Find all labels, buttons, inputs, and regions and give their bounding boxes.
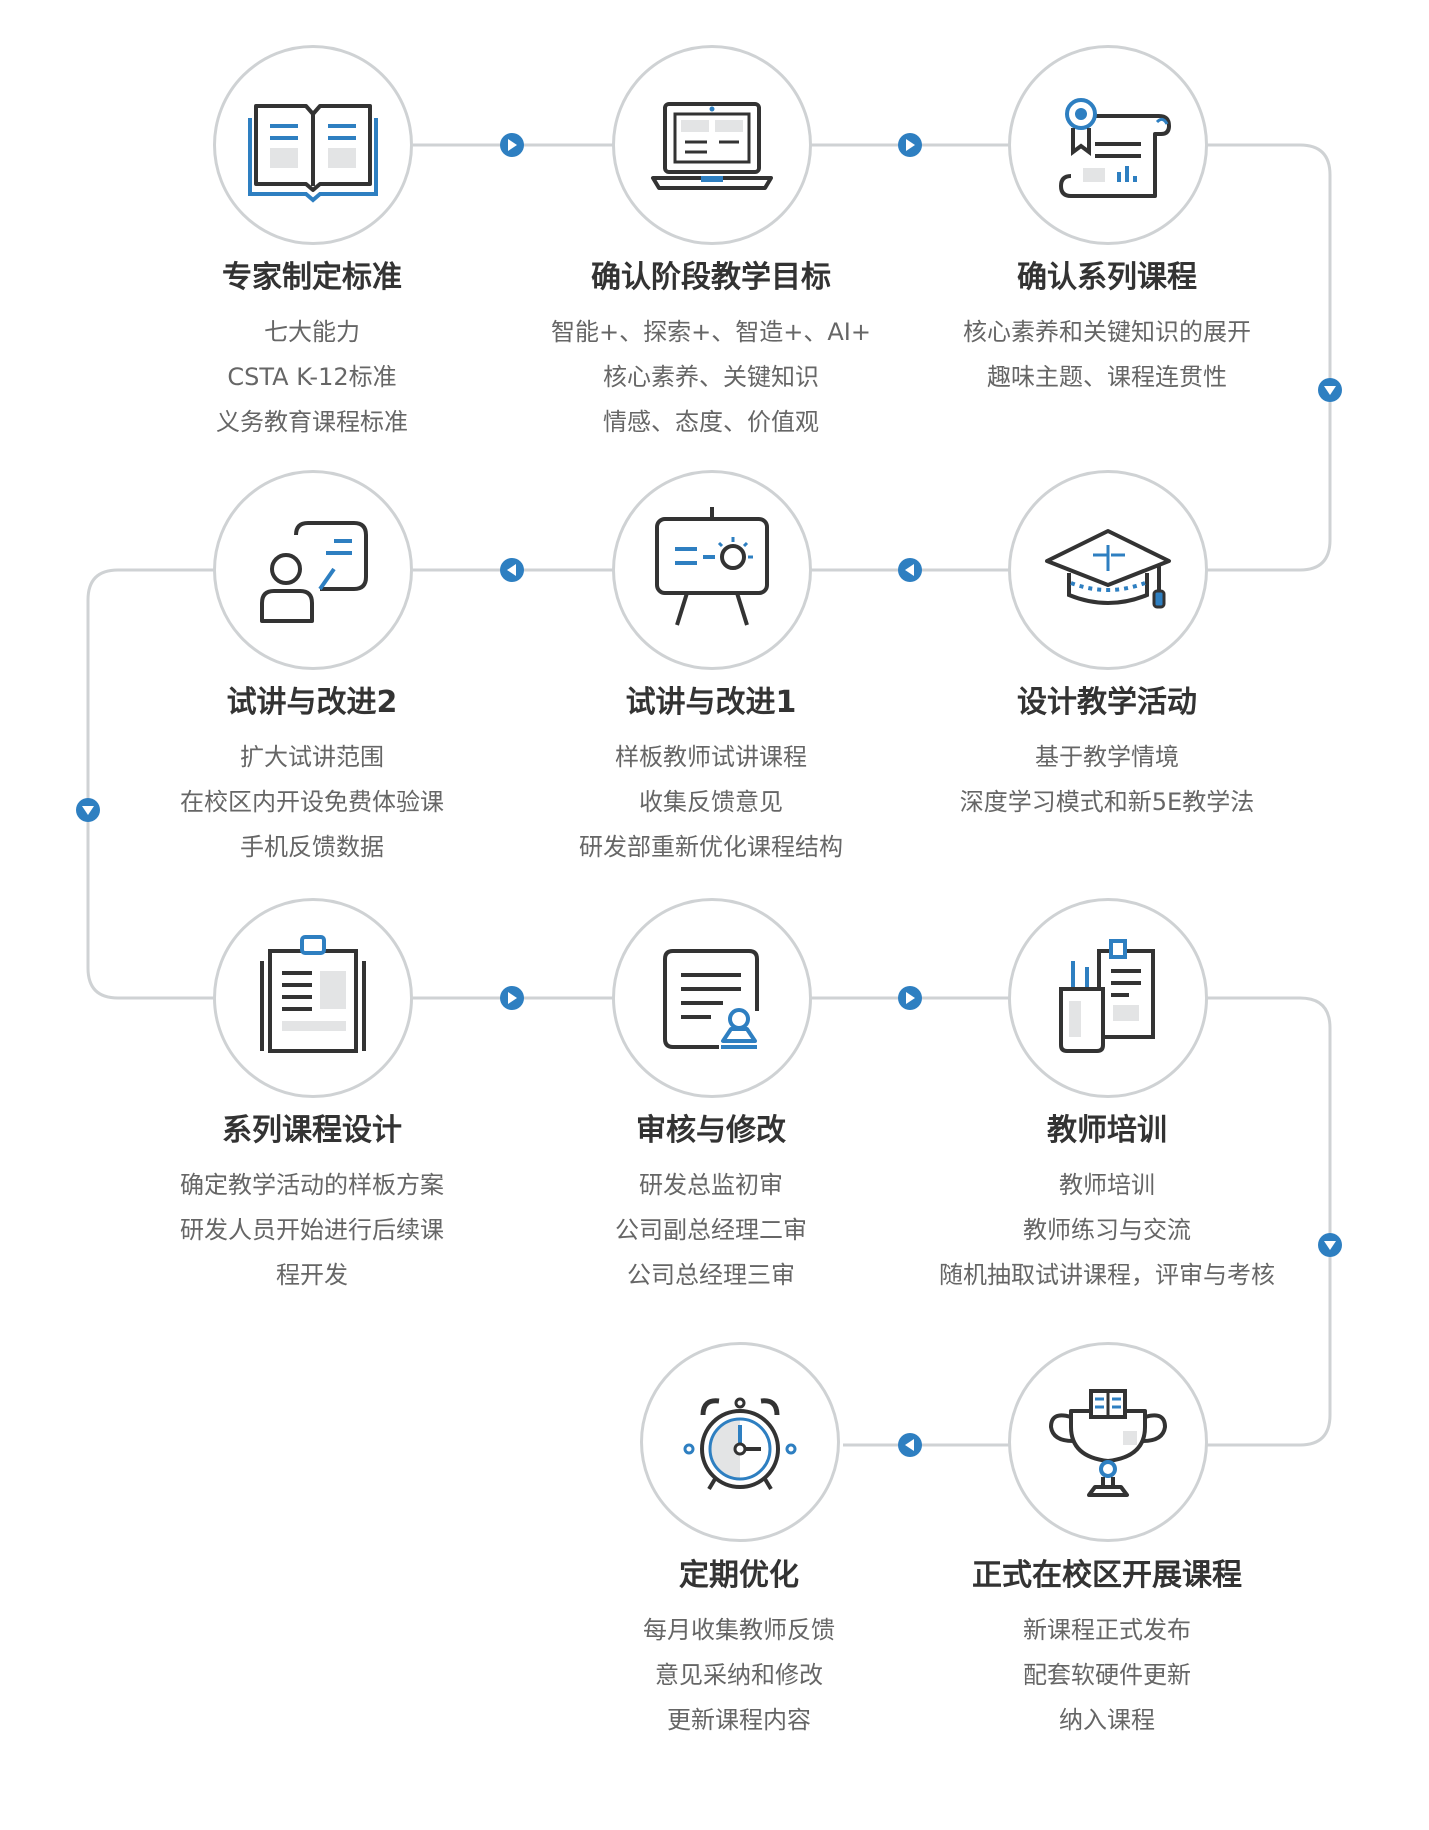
step-title: 试讲与改进1 [625, 685, 797, 720]
step-7: 系列课程设计 确定教学活动的样板方案 研发人员开始进行后续课 程开发 [142, 1111, 482, 1298]
step-line: 研发部重新优化课程结构 [579, 833, 843, 861]
step-line: 样板教师试讲课程 [615, 743, 807, 771]
open-book-icon [213, 45, 413, 245]
step-line: 教师练习与交流 [1023, 1216, 1191, 1244]
step-line: CSTA K-12标准 [227, 363, 397, 391]
step-5: 试讲与改进1 样板教师试讲课程 收集反馈意见 研发部重新优化课程结构 [541, 683, 881, 870]
document-stamp-icon [612, 898, 812, 1098]
step-line: 研发总监初审 [639, 1171, 783, 1199]
step-line: 配套软硬件更新 [1023, 1661, 1191, 1689]
step-line: 确定教学活动的样板方案 [180, 1171, 444, 1199]
step-line: 研发人员开始进行后续课 [180, 1216, 444, 1244]
step-title: 系列课程设计 [222, 1113, 402, 1148]
arrow-left-icon [500, 558, 524, 582]
arrow-left-icon [898, 558, 922, 582]
step-8: 审核与修改 研发总监初审 公司副总经理二审 公司总经理三审 [541, 1111, 881, 1298]
step-11: 定期优化 每月收集教师反馈 意见采纳和修改 更新课程内容 [569, 1556, 909, 1743]
connector-3-4 [1207, 143, 1332, 572]
step-title: 设计教学活动 [1017, 685, 1197, 720]
step-line: 纳入课程 [1059, 1706, 1155, 1734]
step-line: 基于教学情境 [1035, 743, 1179, 771]
step-line: 程开发 [276, 1261, 348, 1289]
step-title: 定期优化 [679, 1558, 799, 1593]
step-line: 深度学习模式和新5E教学法 [959, 788, 1255, 816]
arrow-right-icon [500, 986, 524, 1010]
pencil-cup-notebook-icon [1008, 898, 1208, 1098]
laptop-icon [612, 45, 812, 245]
step-line: 核心素养、关键知识 [603, 363, 819, 391]
step-10: 正式在校区开展课程 新课程正式发布 配套软硬件更新 纳入课程 [937, 1556, 1277, 1743]
arrow-down-icon [76, 798, 100, 822]
step-line: 七大能力 [264, 318, 360, 346]
step-2: 确认阶段教学目标 智能+、探索+、智造+、AI+ 核心素养、关键知识 情感、态度… [541, 258, 881, 445]
arrow-right-icon [898, 133, 922, 157]
graduation-cap-icon [1008, 470, 1208, 670]
step-title: 确认阶段教学目标 [591, 260, 831, 295]
arrow-down-icon [1318, 1233, 1342, 1257]
connector-6-7 [86, 568, 216, 1000]
step-title: 正式在校区开展课程 [972, 1558, 1242, 1593]
certificate-scroll-icon [1008, 45, 1208, 245]
arrow-right-icon [500, 133, 524, 157]
step-line: 智能+、探索+、智造+、AI+ [551, 318, 871, 346]
step-line: 义务教育课程标准 [216, 408, 408, 436]
step-4: 设计教学活动 基于教学情境 深度学习模式和新5E教学法 [937, 683, 1277, 825]
arrow-down-icon [1318, 378, 1342, 402]
teacher-board-icon [213, 470, 413, 670]
step-line: 情感、态度、价值观 [603, 408, 819, 436]
step-line: 手机反馈数据 [240, 833, 384, 861]
step-line: 趣味主题、课程连贯性 [987, 363, 1227, 391]
step-title: 教师培训 [1047, 1113, 1167, 1148]
step-line: 收集反馈意见 [639, 788, 783, 816]
trophy-book-icon [1008, 1342, 1208, 1542]
step-title: 专家制定标准 [222, 260, 402, 295]
step-line: 意见采纳和修改 [655, 1661, 823, 1689]
step-line: 核心素养和关键知识的展开 [963, 318, 1251, 346]
step-1: 专家制定标准 七大能力 CSTA K-12标准 义务教育课程标准 [142, 258, 482, 445]
step-line: 新课程正式发布 [1023, 1616, 1191, 1644]
step-line: 在校区内开设免费体验课 [180, 788, 444, 816]
step-line: 每月收集教师反馈 [643, 1616, 835, 1644]
arrow-left-icon [898, 1433, 922, 1457]
step-9: 教师培训 教师培训 教师练习与交流 随机抽取试讲课程，评审与考核 [917, 1111, 1297, 1298]
step-line: 公司总经理三审 [627, 1261, 795, 1289]
alarm-clock-icon [640, 1342, 840, 1542]
step-title: 确认系列课程 [1017, 260, 1197, 295]
step-line: 公司副总经理二审 [615, 1216, 807, 1244]
step-line: 更新课程内容 [667, 1706, 811, 1734]
clipboard-icon [213, 898, 413, 1098]
step-line: 扩大试讲范围 [240, 743, 384, 771]
arrow-right-icon [898, 986, 922, 1010]
step-line: 随机抽取试讲课程，评审与考核 [939, 1261, 1275, 1289]
step-title: 审核与修改 [636, 1113, 786, 1148]
connector-9-10 [1207, 996, 1332, 1447]
easel-board-icon [612, 470, 812, 670]
step-3: 确认系列课程 核心素养和关键知识的展开 趣味主题、课程连贯性 [937, 258, 1277, 400]
step-title: 试讲与改进2 [226, 685, 398, 720]
step-line: 教师培训 [1059, 1171, 1155, 1199]
step-6: 试讲与改进2 扩大试讲范围 在校区内开设免费体验课 手机反馈数据 [142, 683, 482, 870]
